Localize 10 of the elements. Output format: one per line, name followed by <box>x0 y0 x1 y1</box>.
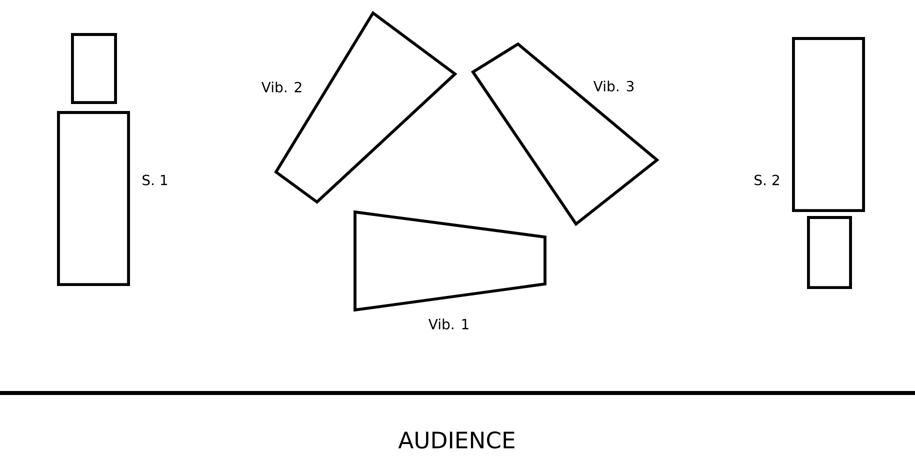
position-label: Vib. 2 <box>261 82 302 92</box>
audience-label: AUDIENCE <box>398 431 514 449</box>
box-shape <box>807 216 852 290</box>
position-label: S. 1 <box>142 174 168 186</box>
position-label: Vib. 3 <box>593 80 634 92</box>
box-shape <box>71 33 117 104</box>
position-label: Vib. 1 <box>428 318 468 330</box>
box-shape <box>57 111 130 286</box>
position-label: S. 2 <box>754 174 779 186</box>
box-shape <box>792 37 866 212</box>
